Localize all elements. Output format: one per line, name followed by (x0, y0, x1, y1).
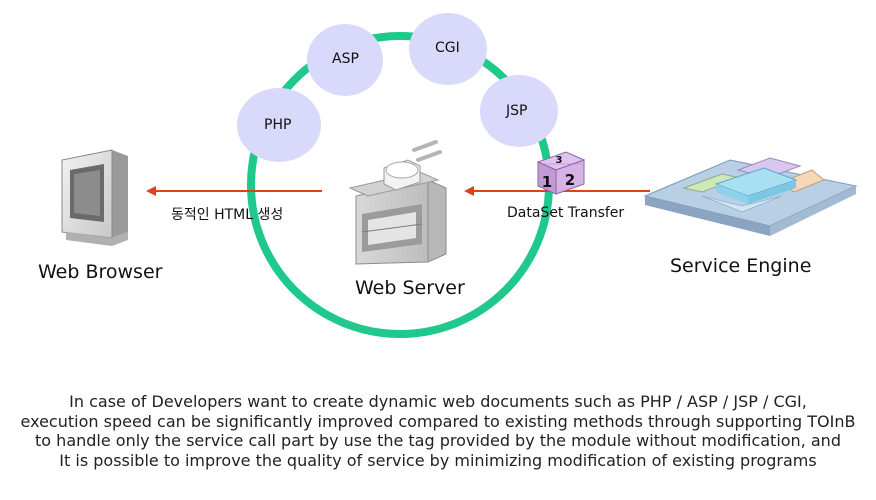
service-engine-icon (643, 157, 858, 236)
web-server-label: Web Server (355, 277, 465, 299)
description-caption: In case of Developers want to create dyn… (0, 392, 876, 470)
asp-bubble (307, 24, 383, 96)
cgi-bubble-label: CGI (435, 40, 460, 56)
php-bubble (237, 88, 321, 162)
caption-line-4: It is possible to improve the quality of… (59, 450, 817, 470)
cube-digit-right: 2 (565, 171, 575, 189)
cgi-bubble (409, 13, 487, 85)
computer-icon (61, 149, 128, 246)
service-engine-label: Service Engine (670, 255, 812, 277)
asp-bubble-label: ASP (332, 51, 359, 67)
server-icon (348, 140, 447, 265)
cube-digit-top: 3 (556, 155, 563, 166)
caption-line-2: execution speed can be significantly imp… (20, 411, 856, 431)
web-browser-label: Web Browser (38, 261, 163, 283)
php-bubble-label: PHP (264, 117, 292, 133)
jsp-bubble (480, 75, 558, 147)
caption-line-1: In case of Developers want to create dyn… (69, 392, 807, 411)
dynamic-html-label: 동적인 HTML 생성 (171, 207, 284, 223)
caption-line-3: to handle only the service call part by … (35, 431, 841, 450)
dataset-transfer-label: DataSet Transfer (507, 205, 625, 221)
dataset-cube-icon (536, 151, 586, 195)
cube-digit-left: 1 (542, 173, 552, 191)
jsp-bubble-label: JSP (506, 103, 528, 119)
